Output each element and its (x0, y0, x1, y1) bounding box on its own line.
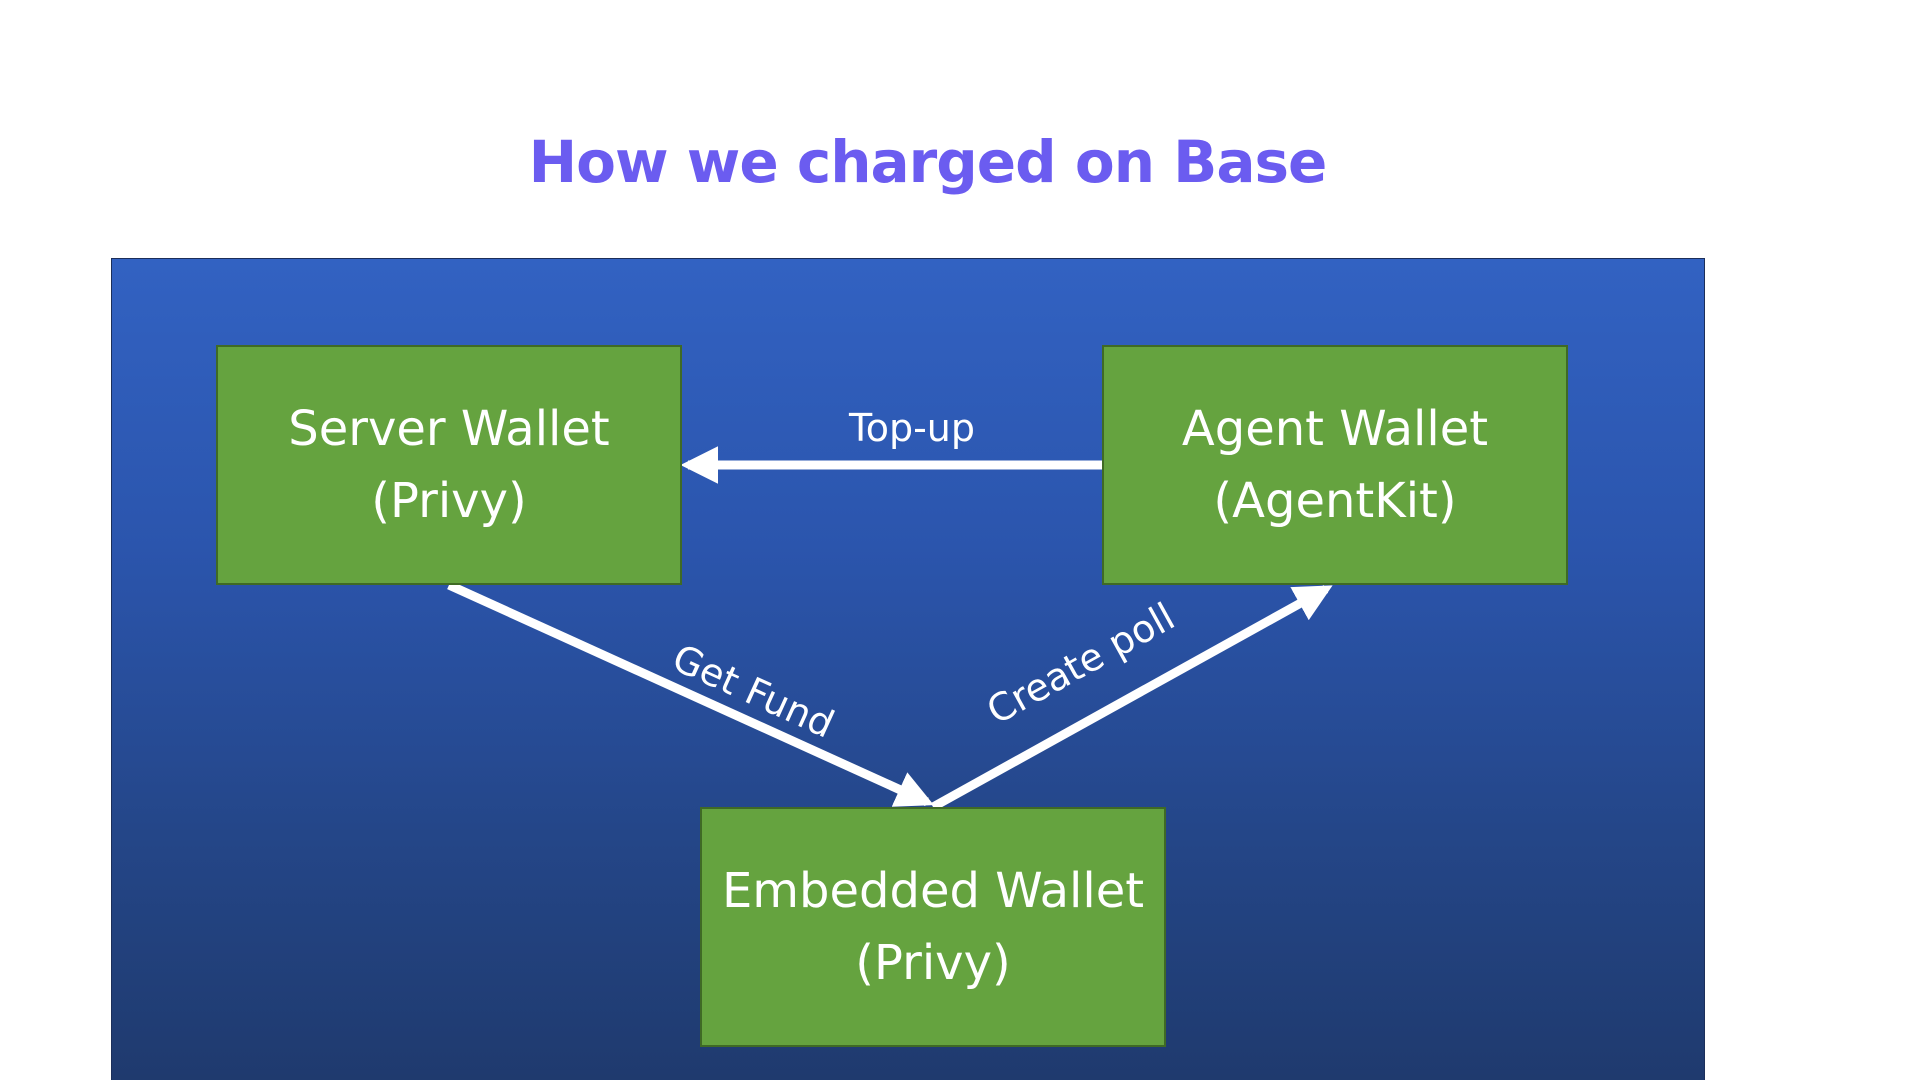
agent-wallet-provider: (AgentKit) (1213, 473, 1457, 529)
agent-wallet-node: Agent Wallet (AgentKit) (1102, 345, 1568, 585)
server-wallet-title: Server Wallet (288, 401, 610, 457)
embedded-wallet-title: Embedded Wallet (721, 863, 1145, 919)
top-up-label: Top-up (848, 406, 975, 450)
agent-wallet-title: Agent Wallet (1181, 401, 1489, 457)
diagram-panel: Top-up Get Fund Create poll Server Walle… (111, 258, 1705, 1080)
slide-title: How we charged on Base (528, 128, 1328, 196)
embedded-wallet-node: Embedded Wallet (Privy) (700, 807, 1166, 1047)
get-fund-arrow (447, 580, 934, 807)
server-wallet-node: Server Wallet (Privy) (216, 345, 682, 585)
embedded-wallet-provider: (Privy) (855, 935, 1011, 991)
create-poll-arrow (930, 585, 1333, 811)
create-poll-label: Create poll (980, 594, 1182, 733)
server-wallet-provider: (Privy) (371, 473, 527, 529)
connector-layer: Top-up Get Fund Create poll (447, 406, 1333, 811)
